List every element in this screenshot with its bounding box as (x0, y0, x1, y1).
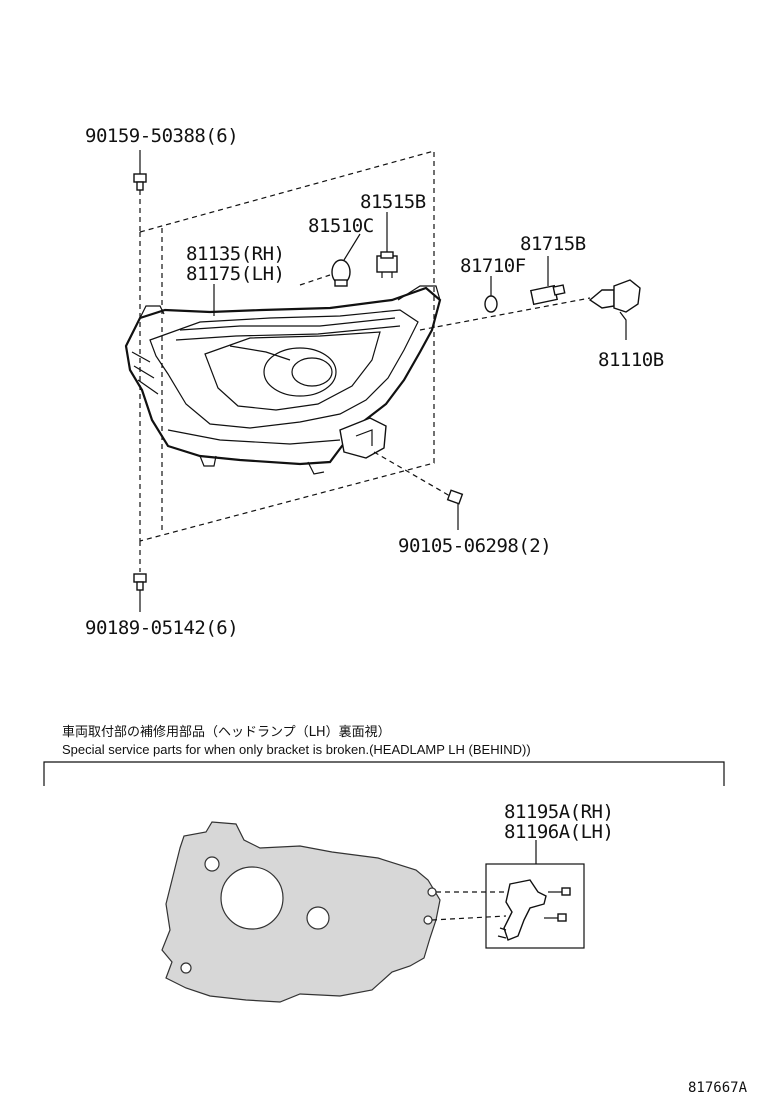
label-90105-06298: 90105-06298(2) (398, 535, 551, 557)
label-81195a-rh: 81195A(RH) (504, 801, 613, 823)
label-81710f: 81710F (460, 255, 526, 277)
bulb-81510c-icon (331, 259, 351, 287)
label-81196a-lh: 81196A(LH) (504, 821, 613, 843)
caption-english: Special service parts for when only brac… (62, 742, 531, 757)
document-id: 817667A (688, 1080, 748, 1096)
bolt-right-icon (373, 451, 464, 530)
bulb-81110b-icon (588, 279, 641, 340)
label-90189-05142: 90189-05142(6) (85, 617, 238, 639)
label-90159-50388: 90159-50388(6) (85, 125, 238, 147)
socket-81715b-icon (529, 284, 566, 306)
label-81510c: 81510C (308, 215, 374, 237)
caption-japanese: 車両取付部の補修用部品（ヘッドランプ（LH）裏面視） (62, 725, 391, 740)
bracket-81195a-icon (485, 863, 585, 949)
label-81135-rh: 81135(RH) (186, 243, 284, 265)
label-81110b: 81110B (598, 349, 664, 371)
socket-81515b-icon (376, 251, 398, 278)
label-81715b: 81715B (520, 233, 586, 255)
bulb-81710f-icon (484, 295, 498, 313)
label-81175-lh: 81175(LH) (186, 263, 284, 285)
bolt-bottom-icon (133, 541, 147, 612)
headlamp-rear-silhouette-icon (161, 821, 441, 1003)
bolt-top-icon (133, 150, 147, 232)
label-81515b: 81515B (360, 191, 426, 213)
headlamp-assembly-icon (124, 285, 442, 475)
section-bracket (43, 761, 725, 786)
